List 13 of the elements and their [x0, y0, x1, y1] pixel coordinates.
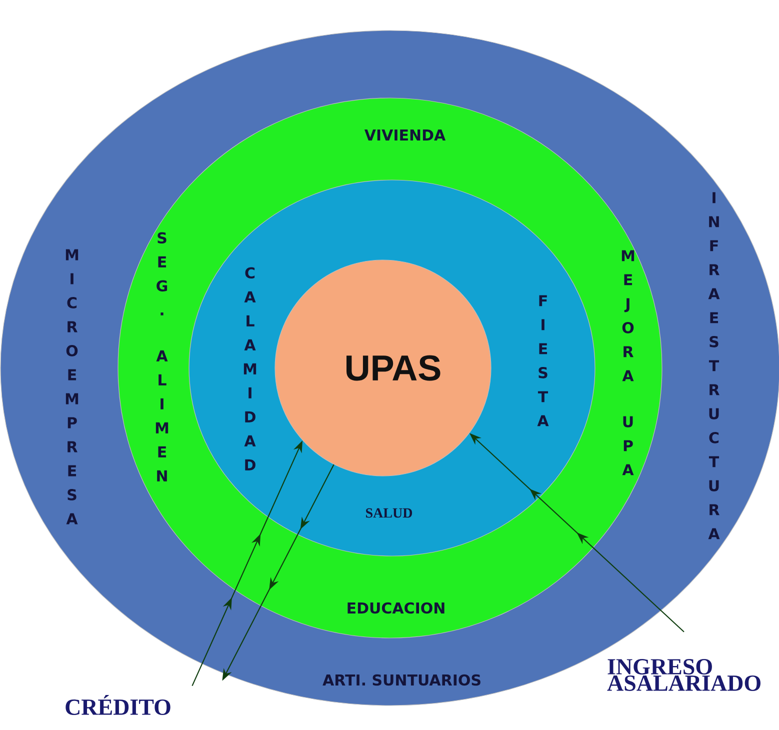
center-label: UPAS: [346, 355, 440, 381]
ring-label: ARTI. SUNTUARIOS: [322, 674, 480, 686]
stacked-label: MEJORA UPA: [622, 250, 634, 476]
stacked-label: CALAMIDAD: [244, 267, 256, 470]
callout-label: INGRESO ASALARIADO: [607, 659, 760, 691]
stacked-label: FIESTA: [537, 295, 549, 426]
ring-label: VIVIENDA: [364, 130, 446, 140]
stacked-label: INFRAESTRUCTURA: [708, 192, 720, 540]
callout-label: CRÉDITO: [66, 695, 170, 715]
ring-label: EDUCACION: [348, 602, 444, 614]
stacked-label: MICROEMPRESA: [66, 249, 78, 524]
stacked-label: SEG. ALIMEN: [156, 232, 168, 482]
ring-label: SALUD: [366, 508, 412, 518]
